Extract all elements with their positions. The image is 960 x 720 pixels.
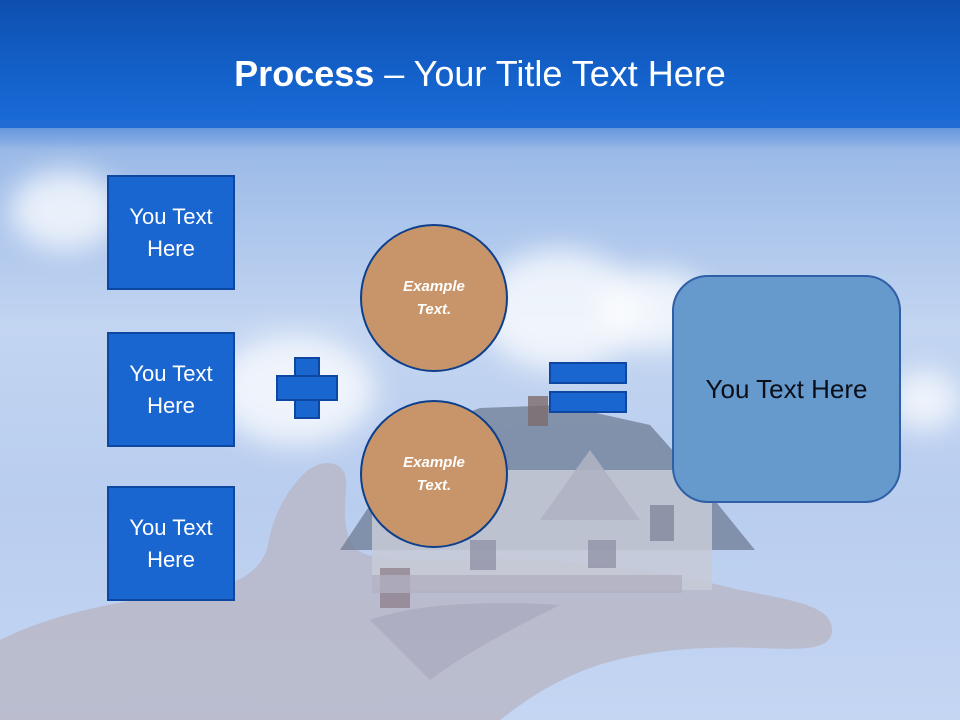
example-circle-2[interactable]: Example Text.	[360, 400, 508, 548]
hand-shadow	[370, 603, 560, 680]
cloud	[10, 170, 120, 250]
text-box-1[interactable]: You Text Here	[107, 175, 235, 290]
house-gable	[540, 450, 640, 520]
title-bold: Process	[234, 53, 375, 94]
result-label: You Text Here	[705, 373, 868, 404]
header-fade	[0, 120, 960, 150]
text-box-label: You Text Here	[129, 514, 213, 572]
header-bar	[0, 0, 960, 128]
slide-title: Process – Your Title Text Here	[0, 50, 960, 98]
text-box-label: You Text Here	[129, 360, 213, 418]
text-box-2[interactable]: You Text Here	[107, 332, 235, 447]
house-window	[588, 540, 616, 568]
equals-icon-top	[549, 362, 627, 384]
plus-icon-center	[296, 377, 318, 399]
text-box-3[interactable]: You Text Here	[107, 486, 235, 601]
example-circle-1[interactable]: Example Text.	[360, 224, 508, 372]
title-rest: – Your Title Text Here	[374, 53, 726, 94]
house-window	[650, 505, 674, 541]
text-box-label: You Text Here	[129, 203, 213, 261]
house-chimney	[528, 396, 548, 426]
circle-label: Example Text.	[403, 278, 465, 318]
cloud	[890, 370, 960, 430]
equals-icon-bottom	[549, 391, 627, 413]
house-base	[372, 575, 682, 593]
house-window	[470, 540, 496, 570]
circle-label: Example Text.	[403, 454, 465, 494]
result-box[interactable]: You Text Here	[672, 275, 901, 503]
